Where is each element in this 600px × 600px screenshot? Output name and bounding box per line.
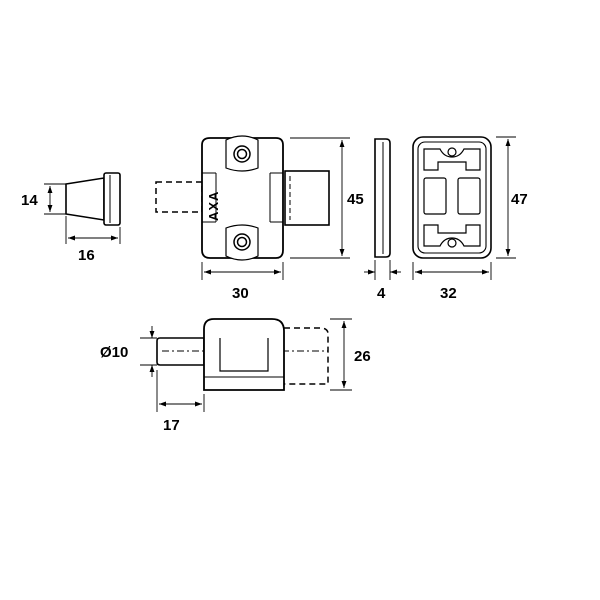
plate-side-dimension-lines [364, 260, 401, 280]
dim-bolt-projection: 17 [163, 417, 180, 434]
dim-bolt-diameter: Ø10 [100, 344, 128, 361]
dim-receiver-height: 14 [21, 192, 38, 209]
front-dimension-lines [201, 137, 350, 280]
plate-pattern [423, 148, 481, 247]
receiver-dimension-lines [44, 183, 121, 244]
dim-plate-thickness: 4 [377, 285, 386, 302]
lock-body-front [201, 135, 284, 261]
screw-hole-bottom [233, 233, 251, 251]
lock-body-side [203, 318, 285, 391]
dim-receiver-length: 16 [78, 247, 95, 264]
dim-plate-height: 47 [511, 191, 528, 208]
plate-dimension-lines [412, 136, 516, 280]
dim-side-height: 26 [354, 348, 371, 365]
bolt-housing-dashed [284, 327, 329, 385]
receiver-part [65, 172, 121, 226]
mounting-plate [412, 136, 492, 259]
side-dimension-lines [140, 318, 352, 412]
plate-screw-hole-top [447, 147, 457, 157]
plate-side-view [374, 138, 391, 258]
dim-body-width: 30 [232, 285, 249, 302]
plate-screw-hole-bottom [447, 238, 457, 248]
brand-logo: AXA [206, 191, 221, 221]
bolt-housing [284, 170, 330, 226]
bolt-retracted-dashed [155, 181, 203, 213]
dim-plate-width: 32 [440, 285, 457, 302]
screw-hole-top [233, 145, 251, 163]
dim-body-height: 45 [347, 191, 364, 208]
